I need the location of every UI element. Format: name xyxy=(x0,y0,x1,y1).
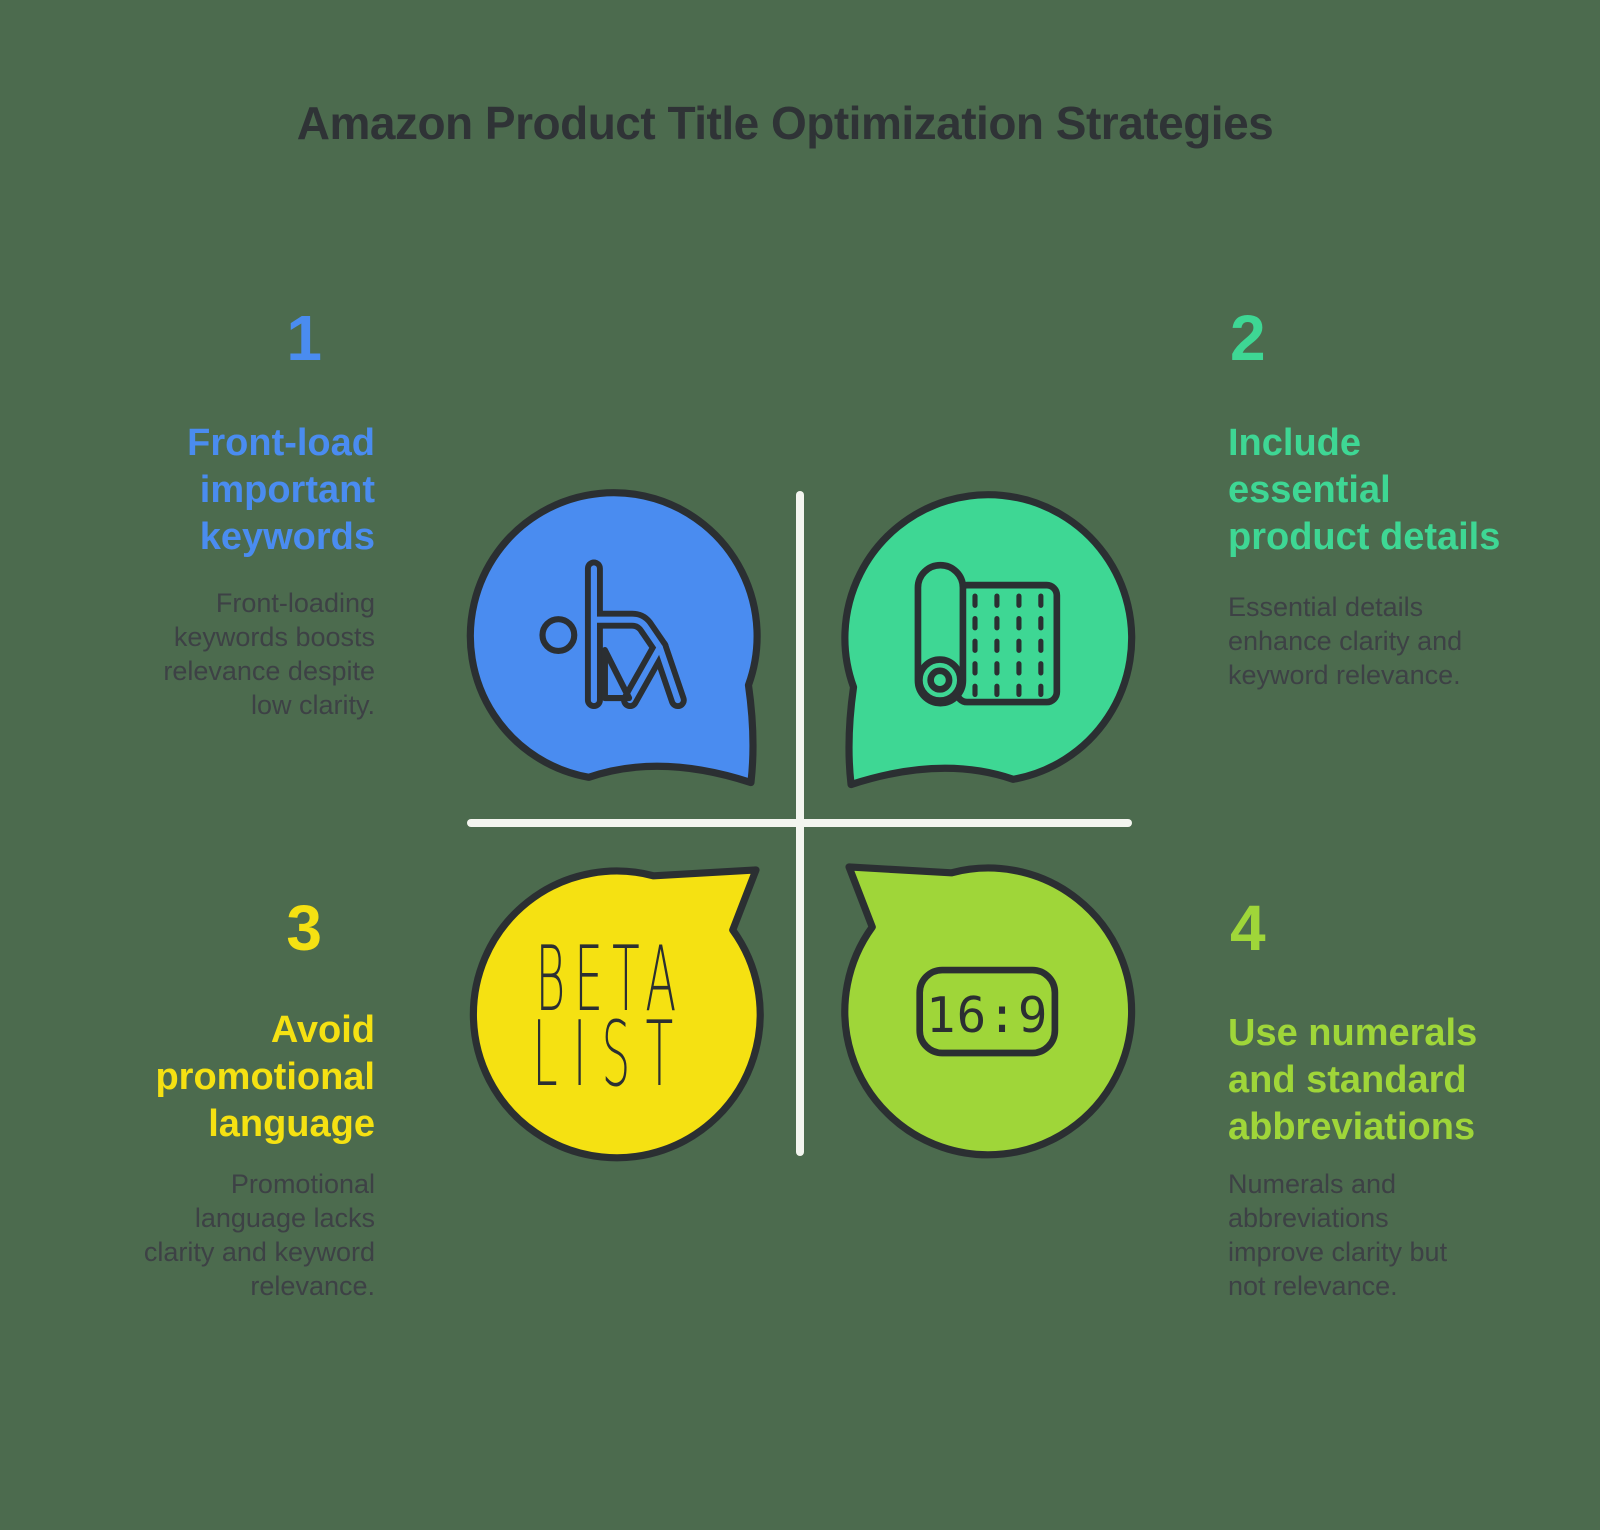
speech-bubble-blue-shape xyxy=(466,489,761,787)
section-2-number: 2 xyxy=(1230,302,1266,374)
speech-bubble-lime: 16:9 xyxy=(841,863,1136,1159)
aspect-ratio-label: 16:9 xyxy=(926,986,1048,1044)
speech-bubble-green-shape xyxy=(841,491,1136,789)
section-3-heading: Avoid promotional language xyxy=(155,1009,375,1145)
beta-list-line2: LIST xyxy=(533,1002,689,1107)
speech-bubble-green xyxy=(841,491,1136,789)
section-3-number: 3 xyxy=(286,892,322,964)
aspect-ratio-icon: 16:9 xyxy=(916,966,1059,1057)
section-1-heading: Front-load important keywords xyxy=(187,422,375,558)
section-4-heading: Use numerals and standard abbreviations xyxy=(1228,1012,1478,1148)
beta-list-logo: BETA LIST xyxy=(533,927,689,1107)
speech-bubble-lime-shape xyxy=(841,863,1136,1159)
divider-horizontal-line xyxy=(467,819,1132,827)
section-2-description: Essential details enhance clarity and ke… xyxy=(1228,592,1463,690)
page-title: Amazon Product Title Optimization Strate… xyxy=(296,97,1274,149)
section-4-description: Numerals and abbreviations improve clari… xyxy=(1228,1169,1448,1301)
yoga-mat-icon xyxy=(914,561,1061,707)
section-2-heading: Include essential product details xyxy=(1228,422,1501,558)
speech-bubble-yellow-shape xyxy=(469,866,764,1162)
beta-list-line1: BETA xyxy=(536,927,686,1032)
speech-bubble-yellow: BETA LIST xyxy=(469,866,764,1162)
section-1-number: 1 xyxy=(286,302,322,374)
section-4-number: 4 xyxy=(1230,892,1266,964)
stretching-person-icon xyxy=(539,559,687,710)
section-3-description: Promotional language lacks clarity and k… xyxy=(143,1169,375,1301)
speech-bubble-blue xyxy=(466,489,761,787)
section-1-description: Front-loading keywords boosts relevance … xyxy=(163,588,375,720)
